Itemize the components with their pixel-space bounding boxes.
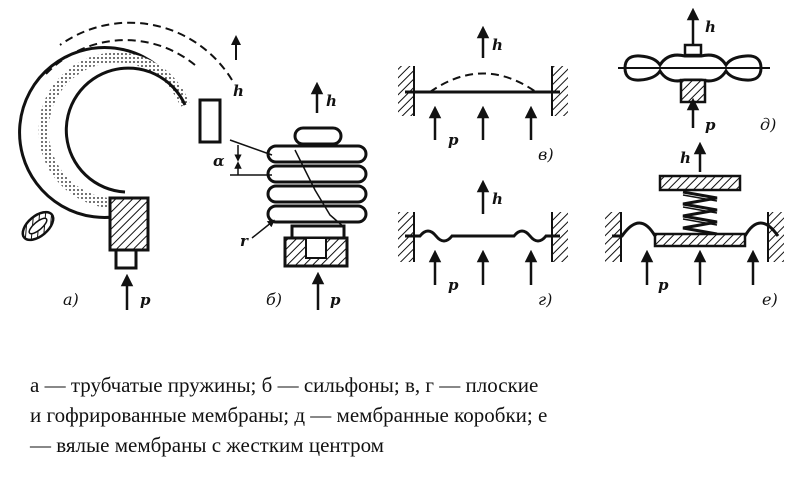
- tube-cross-section-icon: [21, 210, 55, 242]
- slack-membrane: [612, 221, 780, 238]
- rigid-centre: [653, 232, 747, 248]
- tube-sealed-end: [198, 98, 222, 144]
- travel-symbol: h: [705, 18, 716, 36]
- figure-caption: а — трубчатые пружины; б — сильфоны; в, …: [30, 370, 770, 460]
- panel-label-d: д): [760, 115, 776, 134]
- pressure-symbol: p: [658, 276, 669, 294]
- panel-label-v: в): [538, 145, 554, 164]
- panel-v-flat-membrane: h p в): [398, 25, 568, 164]
- pressure-symbol: p: [330, 291, 341, 309]
- panel-label-a: а): [63, 290, 79, 309]
- radius-arrow: [251, 219, 275, 239]
- caption-line: и гофрированные мембраны; д — мембранные…: [30, 403, 548, 427]
- travel-symbol: h: [233, 82, 244, 100]
- angle-symbol: α: [213, 152, 225, 170]
- elastic-elements-figure: h p а) h α r p б) h: [18, 7, 784, 310]
- travel-symbol: h: [680, 149, 691, 167]
- corrugated-membrane: [405, 229, 560, 243]
- caption-line: а — трубчатые пружины; б — сильфоны; в, …: [30, 373, 539, 397]
- spring-top-plate: [658, 174, 742, 192]
- bellows-convolution: [266, 144, 368, 164]
- travel-symbol: h: [492, 36, 503, 54]
- pressure-symbol: p: [448, 276, 459, 294]
- right-clamp: [768, 212, 784, 262]
- tube-holder: [108, 196, 150, 252]
- pressure-symbol: p: [140, 291, 151, 309]
- pressure-symbol: p: [705, 116, 716, 134]
- panel-d-membrane-capsule: h p д): [618, 7, 776, 134]
- pressure-fitting: [114, 248, 138, 270]
- panel-e-slack-membrane: h p е): [605, 141, 784, 309]
- bellows-convolution: [266, 204, 368, 224]
- capsule-fitting: [679, 78, 707, 104]
- tube-inner-wall: [64, 66, 187, 194]
- panel-label-g: г): [538, 290, 552, 309]
- panel-g-corrugated-membrane: h p г): [398, 179, 568, 309]
- membrane-deflected: [429, 72, 537, 93]
- coil-spring: [682, 190, 718, 236]
- travel-symbol: h: [326, 92, 337, 110]
- panel-b-bellows: h α r p б): [213, 81, 368, 310]
- radius-symbol: r: [240, 232, 249, 250]
- bellows-convolution: [266, 164, 368, 184]
- panel-label-b: б): [266, 290, 282, 309]
- panel-label-e: е): [762, 290, 778, 309]
- pressure-symbol: p: [448, 131, 459, 149]
- tube-deflected-position: [44, 39, 196, 76]
- travel-symbol: h: [492, 190, 503, 208]
- tube-dotted-core: [38, 52, 190, 209]
- panel-a-bourdon-tube: h p а): [18, 21, 244, 310]
- caption-line: — вялые мембраны с жестким центром: [30, 433, 384, 457]
